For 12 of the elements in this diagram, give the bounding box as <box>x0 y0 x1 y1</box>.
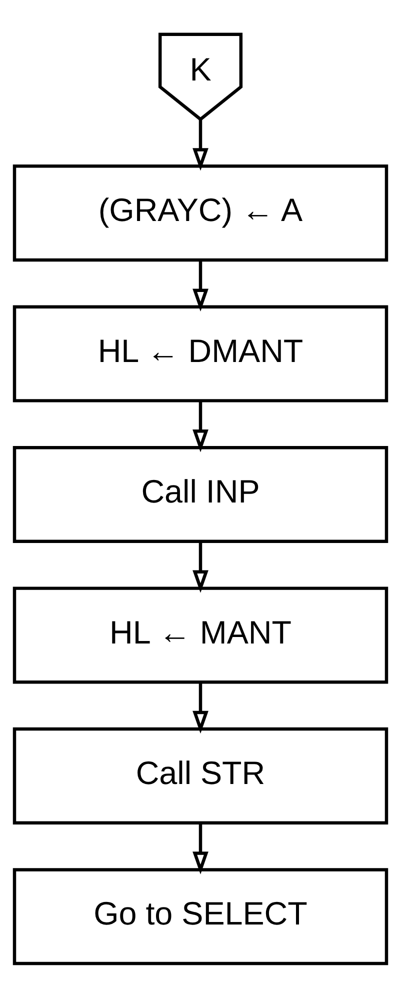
node-box: Go to SELECT <box>12 868 388 966</box>
node-box: HL ← DMANT <box>12 305 388 402</box>
arrow <box>192 401 208 452</box>
node-box: Call INP <box>12 446 388 544</box>
node-box: HL ← MANT <box>12 586 388 684</box>
node-box: Call STR <box>12 727 388 824</box>
arrow <box>192 120 208 171</box>
node-box: (GRAYC) ← A <box>12 164 388 262</box>
arrow <box>192 260 208 312</box>
arrow <box>192 682 208 734</box>
arrow <box>192 823 208 874</box>
arrow <box>192 542 208 593</box>
